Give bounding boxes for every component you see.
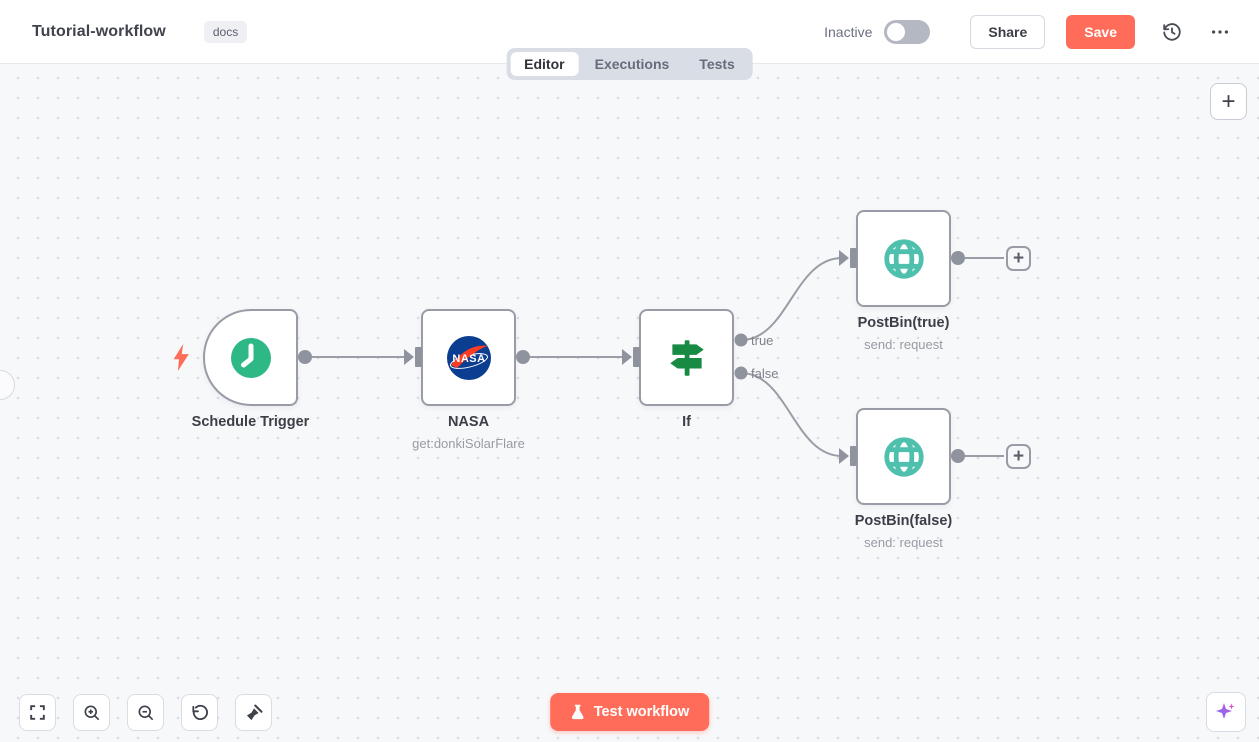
zoom-out-icon	[138, 705, 153, 720]
node-subtitle: send: request	[864, 535, 943, 550]
sparkle-icon	[1216, 703, 1235, 719]
add-node-button[interactable]: +	[1210, 83, 1247, 120]
nasa-logo-icon: NASA	[446, 335, 491, 380]
node-box-postbin-true[interactable]	[856, 210, 951, 307]
node-box-postbin-false[interactable]	[856, 408, 951, 505]
zoom-in-icon	[84, 705, 99, 720]
zoom-out-button[interactable]	[127, 694, 164, 731]
docs-tag[interactable]: docs	[203, 20, 248, 43]
globe-icon	[883, 238, 924, 279]
view-tabs: Editor Executions Tests	[506, 48, 753, 80]
ai-assistant-button[interactable]	[1206, 692, 1246, 732]
globe-icon	[883, 436, 924, 477]
svg-text:NASA: NASA	[452, 353, 485, 365]
tidy-up-button[interactable]	[235, 694, 272, 731]
tab-tests[interactable]: Tests	[699, 56, 735, 72]
node-box-nasa[interactable]: NASA	[421, 309, 516, 406]
reset-zoom-button[interactable]	[181, 694, 218, 731]
workflow-title[interactable]: Tutorial-workflow	[32, 22, 166, 40]
activation-status-label: Inactive	[824, 23, 873, 40]
node-subtitle: send: request	[864, 337, 943, 352]
signpost-icon	[669, 339, 704, 376]
workflow-history-icon[interactable]	[1161, 21, 1183, 43]
node-subtitle: get:donkiSolarFlare	[412, 436, 525, 451]
add-node-after-postbin-false-button[interactable]: +	[1006, 444, 1031, 469]
node-postbin-true[interactable]: PostBin(true) send: request	[856, 210, 951, 352]
node-label: PostBin(false)	[854, 513, 953, 529]
node-box-if[interactable]	[639, 309, 734, 406]
tab-editor[interactable]: Editor	[510, 52, 579, 76]
node-label: PostBin(true)	[857, 315, 950, 331]
trigger-bolt-icon	[173, 344, 189, 371]
fit-view-button[interactable]	[19, 694, 56, 731]
zoom-in-button[interactable]	[73, 694, 110, 731]
more-options-icon[interactable]	[1209, 21, 1231, 43]
tab-executions[interactable]: Executions	[594, 56, 670, 72]
output-label-true: true	[751, 333, 774, 348]
node-label: If	[682, 414, 691, 430]
node-label: Schedule Trigger	[191, 414, 310, 430]
activate-toggle[interactable]	[884, 19, 931, 44]
output-label-false: false	[751, 366, 779, 381]
test-workflow-label: Test workflow	[593, 704, 690, 720]
save-button[interactable]: Save	[1066, 14, 1135, 49]
fit-view-icon	[30, 705, 45, 720]
clock-icon	[230, 337, 271, 378]
node-postbin-false[interactable]: PostBin(false) send: request	[855, 408, 952, 550]
flask-icon	[571, 704, 584, 719]
node-schedule-trigger[interactable]: Schedule Trigger	[173, 309, 309, 430]
reset-zoom-icon	[191, 704, 208, 720]
tidy-up-icon	[246, 704, 262, 720]
add-node-after-postbin-true-button[interactable]: +	[1006, 246, 1031, 271]
toggle-knob	[887, 22, 906, 41]
node-box-schedule[interactable]	[203, 309, 298, 406]
test-workflow-button[interactable]: Test workflow	[549, 693, 710, 731]
node-label: NASA	[447, 414, 490, 430]
share-button[interactable]: Share	[970, 14, 1046, 49]
header-actions: Inactive Share Save	[824, 14, 1231, 49]
node-if[interactable]: If	[639, 309, 734, 430]
node-nasa[interactable]: NASA NASA get:donkiSolarFlare	[412, 309, 525, 451]
canvas-zoom-controls	[19, 694, 272, 731]
